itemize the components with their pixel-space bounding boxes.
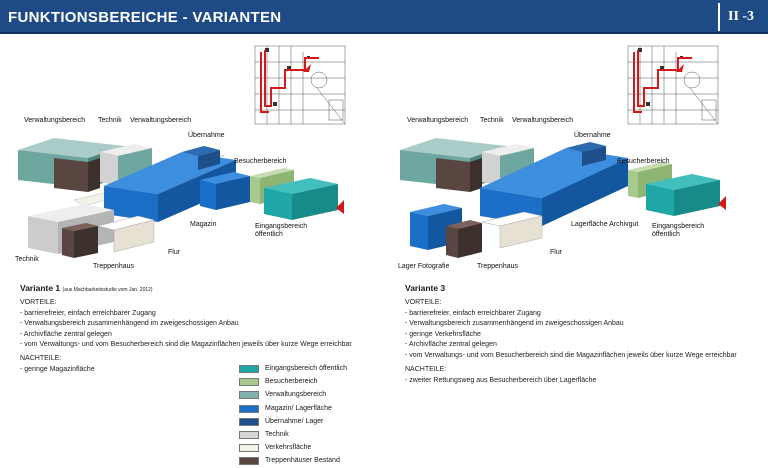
label-magazin-v1: Magazin — [190, 221, 217, 228]
legend-swatch — [239, 378, 259, 386]
variant1-vorteile-heading: VORTEILE: — [20, 299, 57, 306]
site-plan-thumbnail-variant1 — [247, 42, 355, 130]
legend-item-verkehrsflaeche: Verkehrsfläche — [239, 444, 379, 454]
variant1-nachteile-block: NACHTEILE: - geringe Magazinfläche — [20, 354, 95, 375]
legend-label: Eingangsbereich öffentlich — [265, 365, 347, 372]
label-besucher-v1: Besucherbereich — [234, 158, 287, 165]
label-eingang-v1-line1: Eingangsbereich — [255, 223, 308, 230]
legend-label: Verkehrsfläche — [265, 444, 312, 451]
legend-label: Treppenhäuser Bestand — [265, 457, 340, 464]
legend-item-eingangsbereich: Eingangsbereich öffentlich — [239, 365, 379, 375]
page-number: II -3 — [728, 9, 755, 24]
label-besucher-v3: Besucherbereich — [617, 158, 670, 165]
variant3-nachteile-block: NACHTEILE: - zweiter Rettungsweg aus Bes… — [405, 365, 596, 386]
variant3-vorteil-item: - Archivfläche zentral gelegen — [405, 341, 497, 348]
variant1-vorteil-item: - barrierefreier, einfach erreichbarer Z… — [20, 309, 156, 317]
variant1-title: Variante 1 (aus Machbarkeitsstudie vom J… — [20, 283, 153, 293]
legend-swatch — [239, 391, 259, 399]
legend-item-besucherbereich: Besucherbereich — [239, 378, 379, 388]
variant3-nachteil-item: - zweiter Rettungsweg aus Besucherbereic… — [405, 376, 597, 384]
label-uebernahme-v3: Übernahme — [574, 132, 611, 139]
label-treppenhaus-v1: Treppenhaus — [93, 263, 134, 270]
label-technik-top-v3: Technik — [480, 117, 504, 124]
legend-item-technik: Technik — [239, 431, 379, 441]
label-technik-top-v1: Technik — [98, 117, 122, 124]
legend-item-verwaltungsbereich: Verwaltungsbereich — [239, 391, 379, 401]
variant1-title-text: Variante 1 — [20, 283, 61, 293]
label-technik-bottom-v1: Technik — [15, 256, 39, 263]
label-flur-v3: Flur — [550, 249, 563, 256]
legend-item-treppenhaeuser: Treppenhäuser Bestand — [239, 457, 379, 467]
label-lager-foto-v3: Lager Fotografie — [398, 263, 450, 270]
legend-swatch — [239, 405, 259, 413]
variant3-vorteil-item: - vom Verwaltungs- und vom Besucherberei… — [405, 351, 737, 359]
variant3-nachteile-heading: NACHTEILE: — [405, 366, 447, 373]
variant3-title: Variante 3 — [405, 283, 445, 293]
variant1-vorteil-item: - Verwaltungsbereich zusammenhängend im … — [20, 320, 239, 327]
massing-diagram-variant1 — [18, 138, 344, 258]
label-eingang-v3-line1: Eingangsbereich — [652, 223, 705, 230]
legend-swatch — [239, 444, 259, 452]
variant3-title-text: Variante 3 — [405, 283, 446, 293]
page-title: FUNKTIONSBEREICHE - VARIANTEN — [8, 9, 282, 26]
header-divider — [718, 3, 720, 31]
label-treppenhaus-v3: Treppenhaus — [477, 263, 518, 270]
label-verwaltung-left-v1: Verwaltungsbereich — [24, 117, 86, 124]
variant1-vorteile-block: VORTEILE: - barrierefreier, einfach erre… — [20, 298, 352, 351]
legend-swatch — [239, 365, 259, 373]
label-flur-v1: Flur — [168, 249, 181, 256]
label-verwaltung-right-v1: Verwaltungsbereich — [130, 117, 192, 124]
variant3-vorteil-item: - geringe Verkehrsfläche — [405, 330, 481, 338]
legend-label: Magazin/ Lagerfläche — [265, 405, 332, 412]
variant1-vorteil-item: - Archivfläche zentral gelegen — [20, 330, 112, 338]
label-eingang-v1-line2: öffentlich — [255, 231, 283, 238]
legend-label: Verwaltungsbereich — [265, 391, 327, 398]
legend-swatch — [239, 418, 259, 426]
page-header: FUNKTIONSBEREICHE - VARIANTEN II -3 — [0, 0, 768, 34]
variant3-vorteile-block: VORTEILE: - barrierefreier, einfach erre… — [405, 298, 737, 361]
label-lagerflaeche-v3: Lagerfläche Archivgut — [571, 221, 639, 228]
legend-item-uebernahme: Übernahme/ Lager — [239, 418, 379, 428]
variant1-vorteil-item: - vom Verwaltungs- und vom Besucherberei… — [20, 341, 352, 348]
legend-label: Technik — [265, 431, 289, 438]
label-verwaltung-left-v3: Verwaltungsbereich — [407, 117, 469, 124]
label-uebernahme-v1: Übernahme — [188, 132, 225, 139]
variant3-vorteil-item: - Verwaltungsbereich zusammenhängend im … — [405, 320, 624, 327]
variant3-vorteil-item: - barrierefreier, einfach erreichbarer Z… — [405, 309, 541, 317]
legend-label: Besucherbereich — [265, 378, 318, 385]
legend-swatch — [239, 457, 259, 465]
variant1-title-note: (aus Machbarkeitsstudie vom Jan. 2012) — [62, 287, 153, 293]
site-plan-thumbnail-variant3 — [620, 42, 728, 130]
label-verwaltung-right-v3: Verwaltungsbereich — [512, 117, 574, 124]
variant3-vorteile-heading: VORTEILE: — [405, 299, 442, 306]
legend-swatch — [239, 431, 259, 439]
variant1-nachteil-item: - geringe Magazinfläche — [20, 365, 95, 373]
legend-item-magazin: Magazin/ Lagerfläche — [239, 405, 379, 415]
massing-diagram-variant3 — [400, 138, 726, 258]
legend-label: Übernahme/ Lager — [265, 418, 324, 425]
variant1-nachteile-heading: NACHTEILE: — [20, 355, 62, 362]
label-eingang-v3-line2: öffentlich — [652, 231, 680, 238]
